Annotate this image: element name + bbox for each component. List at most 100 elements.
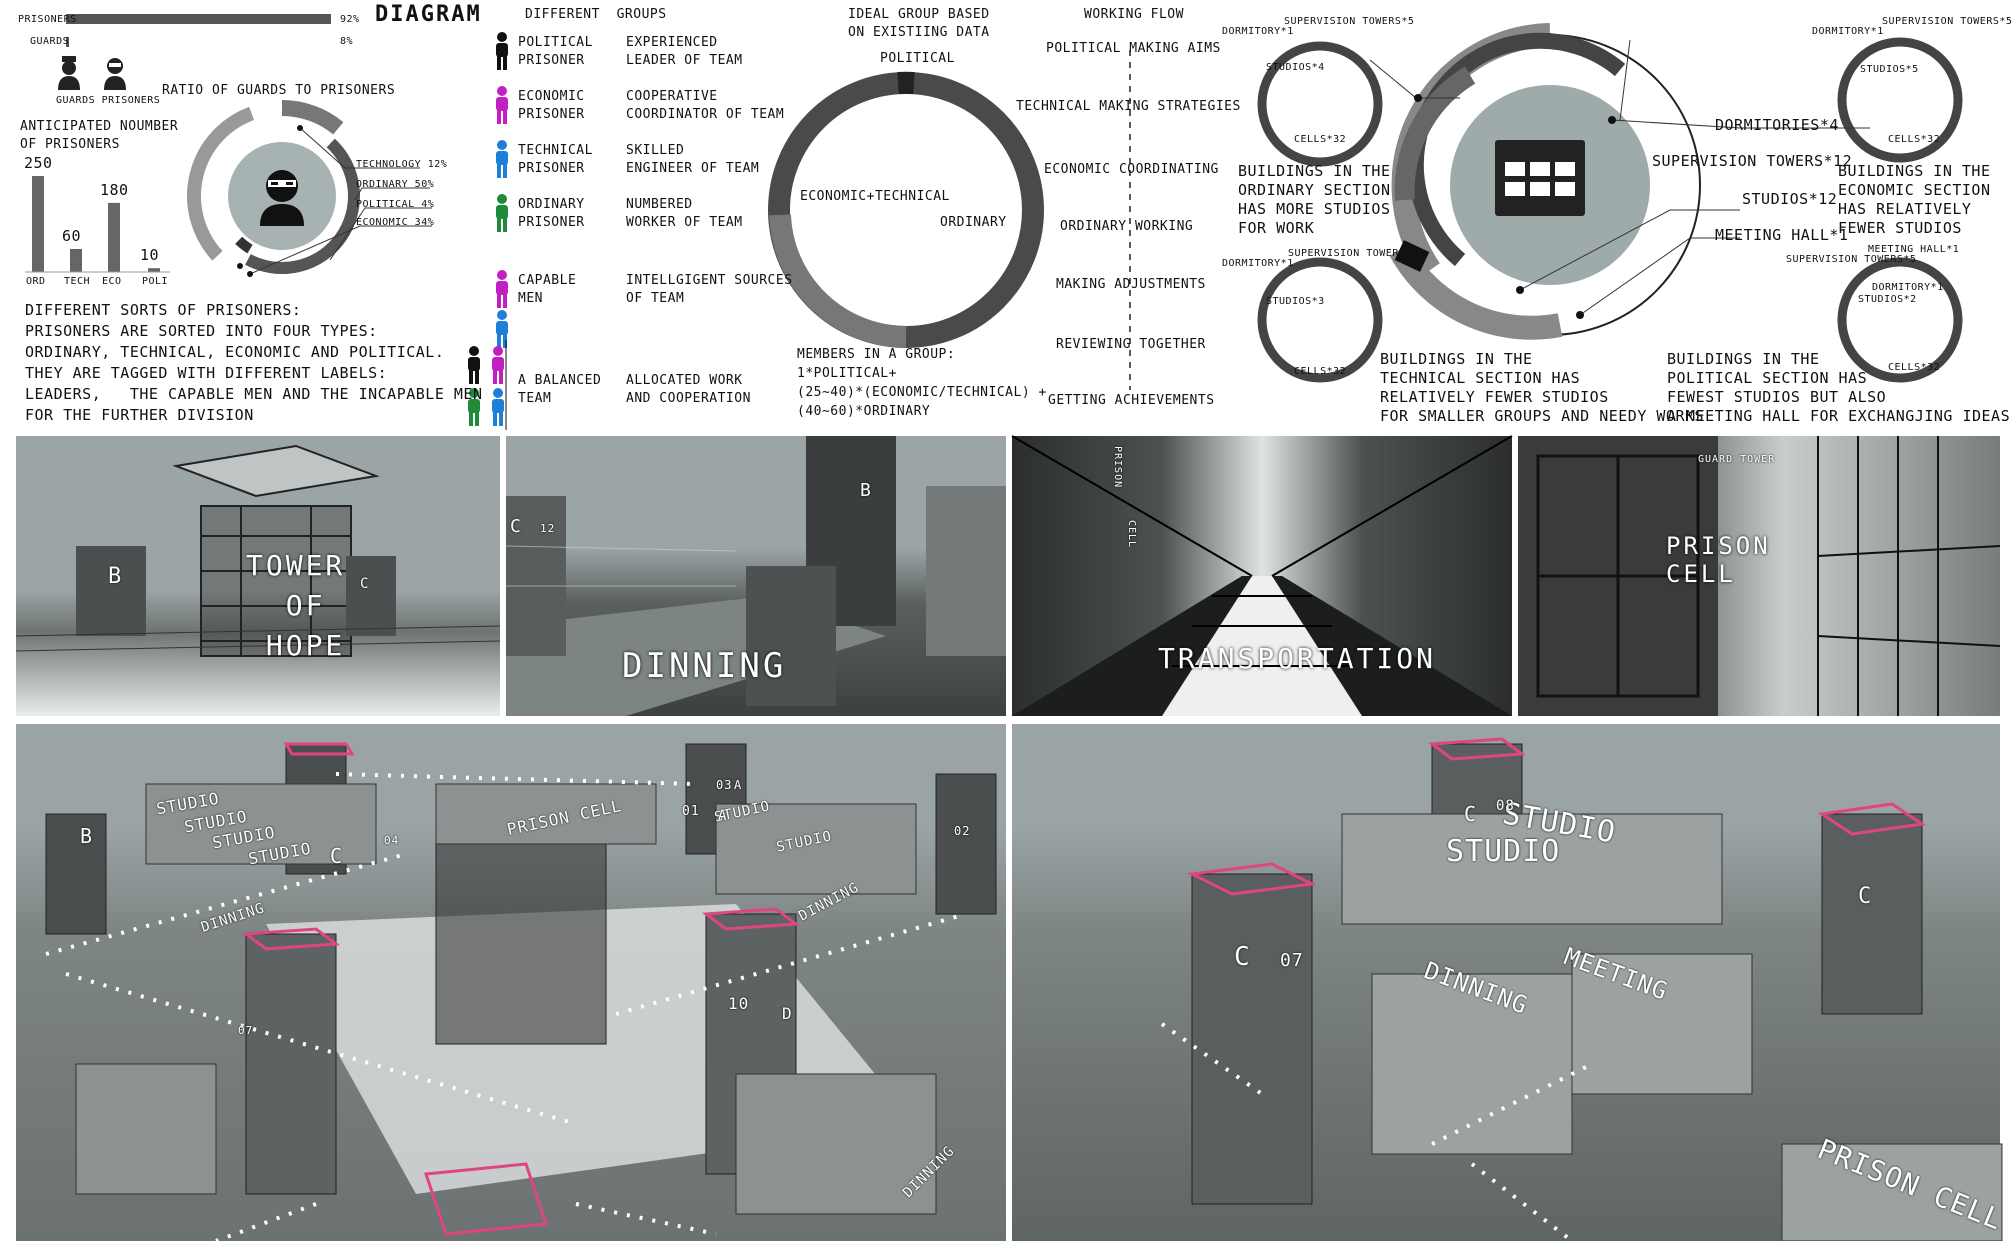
pol-cells: CELLS*32	[1888, 362, 1941, 373]
ideal-label-right: ORDINARY	[940, 215, 1007, 230]
render-label-12: 12	[540, 522, 556, 535]
prisoners-value: 92%	[340, 14, 360, 25]
anticipated-bar-chart	[32, 176, 160, 272]
group-figures	[468, 32, 508, 426]
bar-label-poli: POLI	[142, 276, 169, 287]
prisoner-icon	[104, 58, 126, 90]
diagram-graphics	[25, 14, 1963, 430]
big-ring	[1389, 23, 1701, 340]
ideal-title-1: IDEAL GROUP BASED	[848, 7, 990, 22]
tech-cells: CELLS*32	[1294, 366, 1347, 377]
aerial-left-label-19: A	[734, 778, 743, 792]
ring-ordinary	[1257, 41, 1383, 167]
person-icon	[492, 388, 504, 426]
workflow-title: WORKING FLOW	[1084, 7, 1184, 22]
donut-segment-2	[235, 236, 253, 254]
aerial-left-label-13: 10	[728, 994, 750, 1013]
render-tower-of-hope: TOWER OF HOPE B C	[15, 436, 501, 716]
prisoners-ratio-bar	[66, 14, 331, 24]
ordinary-section-text: BUILDINGS IN THE ORDINARY SECTION HAS MO…	[1238, 162, 1391, 237]
bar-value-poli: 10	[140, 246, 160, 265]
aerial-right-label-7: C	[1464, 802, 1478, 826]
aerial-left-label-11: C	[330, 844, 344, 868]
aerial-right-label-1: STUDIO	[1446, 834, 1561, 869]
group-role-1: COOPERATIVE COORDINATOR OF TEAM	[626, 89, 785, 122]
person-icon	[468, 388, 480, 426]
aerial-right-label-6: 07	[1280, 950, 1304, 971]
donut-segment-3	[187, 106, 255, 261]
guards-ratio-bar	[66, 37, 69, 47]
members-text: MEMBERS IN A GROUP: 1*POLITICAL+ (25~40)…	[797, 347, 1047, 419]
group-name-1: ECONOMIC PRISONER	[518, 89, 585, 122]
aerial-left-label-14: D	[782, 1004, 793, 1023]
aerial-left-label-20: 03	[716, 778, 733, 792]
icon-labels: GUARDS PRISONERS	[56, 95, 161, 106]
tech-towers: SUPERVISION TOWERS*5	[1288, 248, 1419, 259]
economic-section-text: BUILDINGS IN THE ECONOMIC SECTION HAS RE…	[1838, 162, 1991, 237]
render-label-guard: GUARD TOWER	[1698, 454, 1776, 465]
render-title-transport: TRANSPORTATION	[1158, 642, 1437, 675]
guards-value: 8%	[340, 36, 354, 47]
group-name-5: A BALANCED TEAM	[518, 373, 602, 406]
bar-label-ord: ORD	[26, 276, 46, 287]
bar-value-tech: 60	[62, 226, 82, 245]
building-grid-icon	[1495, 140, 1585, 216]
pol-towers: SUPERVISION TOWERS*5	[1786, 254, 1917, 265]
group-role-4: INTELLGIGENT SOURCES OF TEAM	[626, 273, 793, 306]
tech-dorm: DORMITORY*1	[1222, 258, 1294, 269]
bar-tech	[70, 248, 82, 272]
person-icon	[496, 310, 508, 348]
render-label-prison: PRISON	[1112, 446, 1123, 489]
aerial-right-sketch	[1160, 737, 2003, 1241]
guard-icon	[58, 56, 80, 90]
corridor-sketch	[1011, 435, 1513, 716]
ratio-title: RATIO OF GUARDS TO PRISONERS	[162, 83, 396, 98]
anticipated-title-1: ANTICIPATED NOUMBER	[20, 119, 179, 134]
big-label-studios: STUDIOS*12	[1742, 190, 1838, 208]
group-role-0: EXPERIENCED LEADER OF TEAM	[626, 35, 743, 68]
donut-label-1: ORDINARY 50%	[356, 179, 435, 190]
render-title-dinning: DINNING	[622, 646, 787, 686]
render-label-b2: B	[860, 480, 872, 501]
pol-dorm: DORMITORY*1	[1872, 282, 1944, 293]
tower-sketch	[15, 444, 501, 657]
render-transportation: TRANSPORTATION PRISON CELL	[1011, 435, 1513, 716]
eco-studios: STUDIOS*5	[1860, 64, 1919, 75]
tech-studios: STUDIOS*3	[1266, 296, 1325, 307]
aerial-left-label-10: B	[80, 824, 94, 848]
ring-political	[1837, 257, 1963, 383]
person-icon	[496, 32, 508, 70]
group-name-3: ORDINARY PRISONER	[518, 197, 585, 230]
eco-cells: CELLS*32	[1888, 134, 1941, 145]
aerial-left-label-18: 02	[954, 824, 971, 838]
ord-studios: STUDIOS*4	[1266, 62, 1325, 73]
person-icon	[496, 86, 508, 124]
ideal-label-top: POLITICAL	[880, 51, 955, 66]
bar-eco	[108, 202, 120, 272]
sorts-text: DIFFERENT SORTS OF PRISONERS: PRISONERS …	[25, 301, 483, 424]
donut-segment-1	[245, 138, 360, 274]
workflow-step-0: POLITICAL MAKING AIMS	[1046, 41, 1221, 56]
group-role-2: SKILLED ENGINEER OF TEAM	[626, 143, 760, 176]
donut-segment-0	[281, 100, 344, 135]
workflow-step-6: GETTING ACHIEVEMENTS	[1048, 393, 1215, 408]
bar-ord	[32, 176, 44, 272]
big-label-towers: SUPERVISION TOWERS*12	[1652, 152, 1853, 170]
aerial-left-label-15: 01	[682, 804, 700, 819]
aerial-left-label-16: A	[718, 808, 728, 824]
dinning-sketch	[505, 436, 1006, 716]
group-role-3: NUMBERED WORKER OF TEAM	[626, 197, 743, 230]
donut-label-0: TECHNOLOGY 12%	[356, 159, 448, 170]
render-prison-cell: PRISON CELL GUARD TOWER	[1518, 436, 2001, 716]
render-label-c: C	[360, 576, 370, 592]
ring-economic	[1837, 37, 1963, 163]
workflow-step-2: ECONOMIC COORDINATING	[1044, 162, 1219, 177]
political-section-text: BUILDINGS IN THE POLITICAL SECTION HAS F…	[1667, 350, 2011, 425]
eco-towers: SUPERVISION TOWERS*5	[1882, 16, 2012, 27]
group-name-2: TECHNICAL PRISONER	[518, 143, 593, 176]
render-label-b: B	[108, 564, 123, 589]
big-label-hall: MEETING HALL*1	[1715, 226, 1849, 244]
render-label-c2: C	[510, 516, 522, 537]
